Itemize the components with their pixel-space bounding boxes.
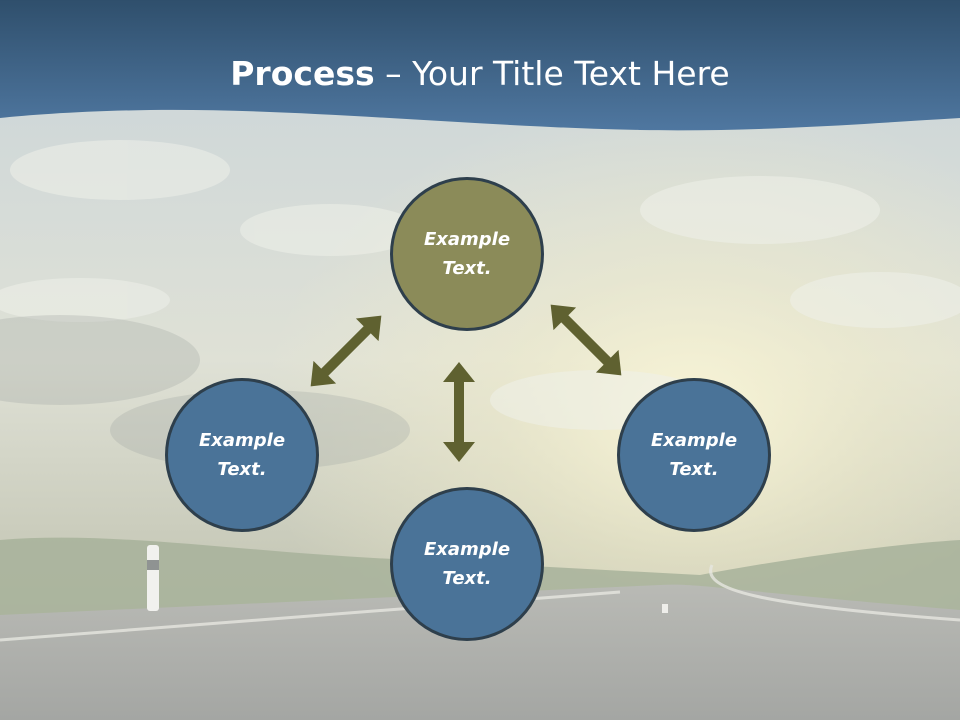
node-left-label: Example Text.: [198, 430, 286, 480]
arrow-center-bottom: [443, 362, 475, 462]
title-bold: Process: [230, 54, 375, 93]
node-right-label: Example Text.: [650, 430, 738, 480]
node-bottom: Example Text.: [390, 487, 544, 641]
title-rest: – Your Title Text Here: [374, 54, 730, 93]
slide-title: Process – Your Title Text Here: [0, 52, 960, 96]
node-center: Example Text.: [390, 177, 544, 331]
node-right: Example Text.: [617, 378, 771, 532]
node-left: Example Text.: [165, 378, 319, 532]
node-bottom-label: Example Text.: [423, 539, 511, 589]
arrow-center-right: [550, 304, 622, 376]
node-center-label: Example Text.: [423, 229, 511, 279]
arrow-center-left: [310, 315, 382, 387]
